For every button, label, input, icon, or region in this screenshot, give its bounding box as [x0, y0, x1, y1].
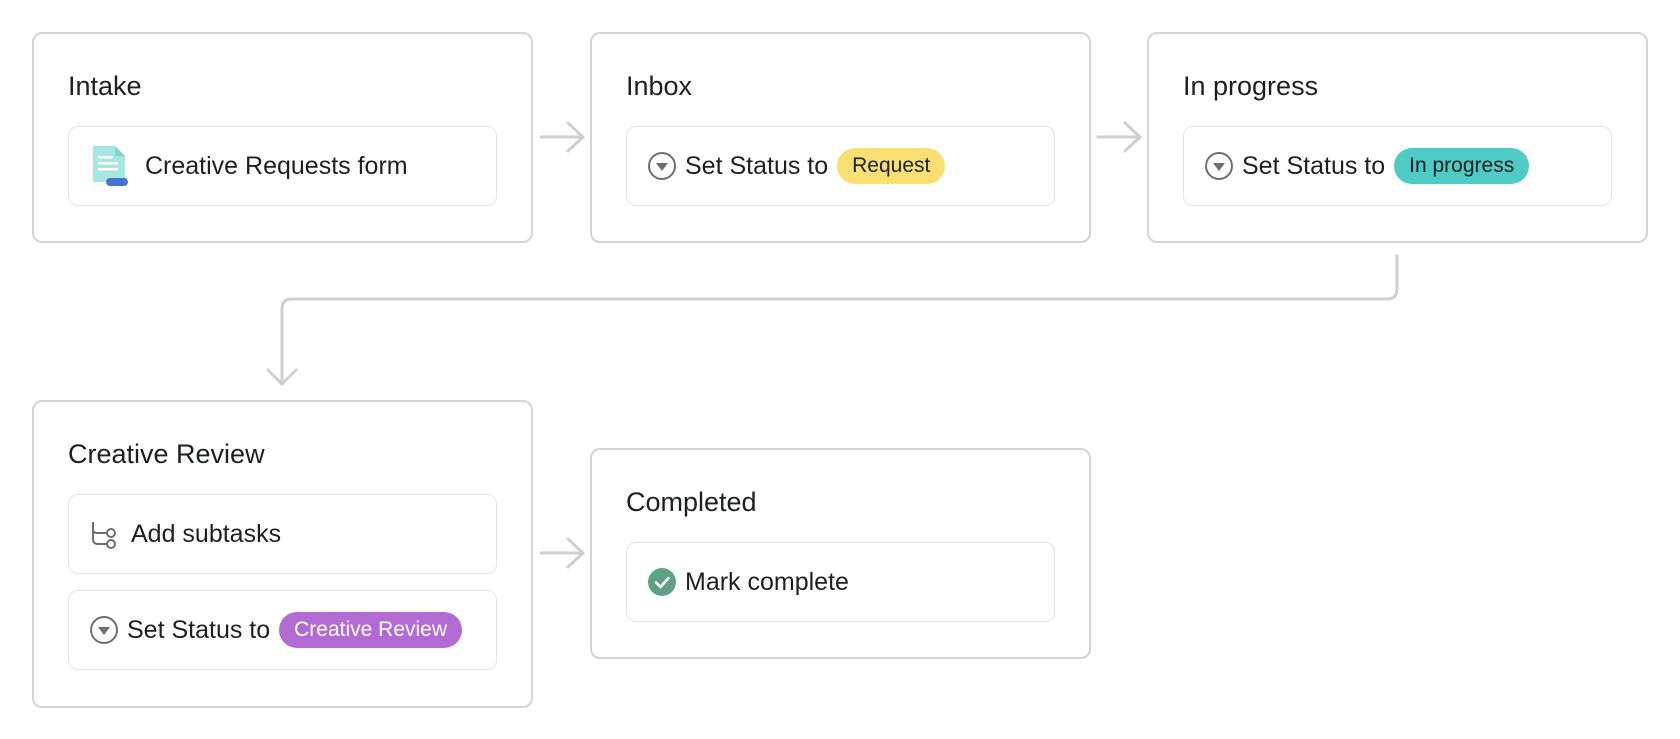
arrow-inbox-to-in-progress	[1096, 121, 1142, 153]
dropdown-circle-icon	[1204, 151, 1234, 181]
rule-set-status-in-progress[interactable]: Set Status to In progress	[1183, 126, 1612, 206]
dropdown-circle-icon	[89, 615, 119, 645]
rule-label: Mark complete	[685, 567, 849, 596]
status-pill-creative-review: Creative Review	[279, 612, 463, 648]
rule-mark-complete[interactable]: Mark complete	[626, 542, 1055, 622]
arrow-creative-review-to-completed	[539, 537, 585, 569]
stage-creative-review[interactable]: Creative Review Add subtasks Set Status …	[32, 400, 533, 708]
stage-intake[interactable]: Intake Creative Requests form	[32, 32, 533, 243]
rule-creative-requests-form[interactable]: Creative Requests form	[68, 126, 497, 206]
rule-label: Set Status to	[1242, 151, 1386, 180]
rule-set-status-creative-review[interactable]: Set Status to Creative Review	[68, 590, 497, 670]
rule-add-subtasks[interactable]: Add subtasks	[68, 494, 497, 574]
form-document-icon	[89, 144, 129, 188]
rule-set-status-request[interactable]: Set Status to Request	[626, 126, 1055, 206]
stage-title: Completed	[626, 487, 757, 517]
arrow-in-progress-to-creative-review	[266, 254, 1399, 386]
stage-title: Intake	[68, 71, 142, 101]
rule-label: Add subtasks	[131, 519, 282, 548]
status-pill-in-progress: In progress	[1394, 148, 1530, 184]
stage-title: Creative Review	[68, 439, 265, 469]
subtasks-icon	[89, 519, 117, 549]
stage-title: Inbox	[626, 71, 693, 101]
stage-in-progress[interactable]: In progress Set Status to In progress	[1147, 32, 1648, 243]
stage-completed[interactable]: Completed Mark complete	[590, 448, 1091, 659]
rule-label: Set Status to	[685, 151, 829, 180]
rule-label: Creative Requests form	[145, 151, 408, 180]
stage-title: In progress	[1183, 71, 1319, 101]
check-circle-icon	[647, 567, 677, 597]
dropdown-circle-icon	[647, 151, 677, 181]
status-pill-request: Request	[837, 148, 946, 184]
arrow-intake-to-inbox	[539, 121, 585, 153]
stage-inbox[interactable]: Inbox Set Status to Request	[590, 32, 1091, 243]
rule-label: Set Status to	[127, 615, 271, 644]
